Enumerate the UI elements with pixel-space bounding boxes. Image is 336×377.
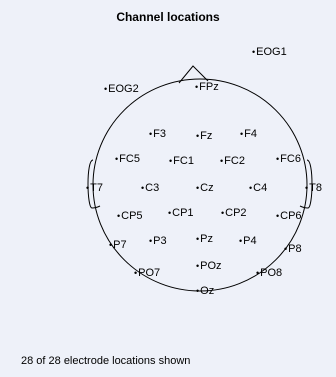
electrode-label: P8 bbox=[288, 243, 301, 255]
electrode-label: Pz bbox=[200, 233, 213, 245]
electrode-marker: • bbox=[141, 183, 144, 193]
electrode-fc1: •FC1 bbox=[169, 155, 194, 167]
electrode-t7: •T7 bbox=[86, 182, 103, 194]
electrode-label: FC6 bbox=[280, 153, 301, 165]
electrode-marker: • bbox=[196, 286, 199, 296]
electrode-po7: •PO7 bbox=[134, 267, 160, 279]
electrode-label: CP2 bbox=[225, 207, 246, 219]
electrode-t8: •T8 bbox=[305, 182, 322, 194]
electrode-label: POz bbox=[200, 260, 221, 272]
electrode-label: FC5 bbox=[119, 153, 140, 165]
electrode-eog2: •EOG2 bbox=[104, 83, 139, 95]
electrode-marker: • bbox=[86, 183, 89, 193]
electrode-p7: •P7 bbox=[109, 239, 127, 251]
electrode-cz: •Cz bbox=[196, 182, 214, 194]
electrode-marker: • bbox=[196, 183, 199, 193]
electrode-marker: • bbox=[134, 268, 137, 278]
electrode-oz: •Oz bbox=[196, 285, 214, 297]
electrode-label: PO8 bbox=[260, 267, 282, 279]
electrode-po8: •PO8 bbox=[256, 267, 282, 279]
electrode-label: T7 bbox=[90, 182, 103, 194]
electrode-marker: • bbox=[169, 156, 172, 166]
electrode-marker: • bbox=[196, 234, 199, 244]
electrode-marker: • bbox=[220, 156, 223, 166]
electrode-marker: • bbox=[149, 129, 152, 139]
electrode-marker: • bbox=[276, 211, 279, 221]
electrode-marker: • bbox=[196, 261, 199, 271]
electrode-marker: • bbox=[221, 208, 224, 218]
electrode-label: CP6 bbox=[280, 210, 301, 222]
electrode-label: P7 bbox=[113, 239, 126, 251]
electrode-label: CP1 bbox=[172, 207, 193, 219]
electrode-cp1: •CP1 bbox=[168, 207, 194, 219]
electrode-marker: • bbox=[305, 183, 308, 193]
electrode-fc6: •FC6 bbox=[276, 153, 301, 165]
electrode-label: P3 bbox=[153, 235, 166, 247]
electrode-label: FC1 bbox=[173, 155, 194, 167]
electrode-marker: • bbox=[284, 244, 287, 254]
electrode-label: EOG2 bbox=[108, 83, 139, 95]
electrode-marker: • bbox=[149, 236, 152, 246]
electrode-p8: •P8 bbox=[284, 243, 302, 255]
electrode-marker: • bbox=[276, 154, 279, 164]
electrode-label: F4 bbox=[244, 128, 257, 140]
electrode-pz: •Pz bbox=[196, 233, 213, 245]
electrode-marker: • bbox=[115, 154, 118, 164]
electrode-label: Oz bbox=[200, 285, 214, 297]
electrode-marker: • bbox=[109, 240, 112, 250]
electrode-marker: • bbox=[252, 47, 255, 57]
electrode-poz: •POz bbox=[196, 260, 222, 272]
electrode-c3: •C3 bbox=[141, 182, 159, 194]
electrode-label: FPz bbox=[199, 81, 219, 93]
electrode-label: FC2 bbox=[224, 155, 245, 167]
electrode-f3: •F3 bbox=[149, 128, 166, 140]
electrode-marker: • bbox=[195, 82, 198, 92]
electrode-marker: • bbox=[249, 183, 252, 193]
electrode-f4: •F4 bbox=[240, 128, 257, 140]
electrode-marker: • bbox=[240, 129, 243, 139]
electrode-cp5: •CP5 bbox=[117, 210, 143, 222]
electrode-fpz: •FPz bbox=[195, 81, 219, 93]
electrode-cp6: •CP6 bbox=[276, 210, 302, 222]
electrode-p4: •P4 bbox=[239, 235, 257, 247]
electrode-label: EOG1 bbox=[256, 46, 287, 58]
electrode-fz: •Fz bbox=[196, 130, 212, 142]
electrode-marker: • bbox=[256, 268, 259, 278]
electrode-c4: •C4 bbox=[249, 182, 267, 194]
electrode-label: P4 bbox=[243, 235, 256, 247]
electrode-label: T8 bbox=[309, 182, 322, 194]
electrode-label: CP5 bbox=[121, 210, 142, 222]
electrode-cp2: •CP2 bbox=[221, 207, 247, 219]
electrode-label: Fz bbox=[200, 130, 212, 142]
electrode-label: C3 bbox=[145, 182, 159, 194]
electrode-label: F3 bbox=[153, 128, 166, 140]
electrode-marker: • bbox=[104, 84, 107, 94]
electrode-marker: • bbox=[196, 131, 199, 141]
status-text: 28 of 28 electrode locations shown bbox=[21, 355, 190, 367]
electrode-eog1: •EOG1 bbox=[252, 46, 287, 58]
electrode-marker: • bbox=[117, 211, 120, 221]
electrode-p3: •P3 bbox=[149, 235, 167, 247]
electrode-marker: • bbox=[239, 236, 242, 246]
electrode-label: C4 bbox=[253, 182, 267, 194]
electrode-fc2: •FC2 bbox=[220, 155, 245, 167]
electrode-label: Cz bbox=[200, 182, 213, 194]
electrode-fc5: •FC5 bbox=[115, 153, 140, 165]
electrode-marker: • bbox=[168, 208, 171, 218]
electrode-label: PO7 bbox=[138, 267, 160, 279]
